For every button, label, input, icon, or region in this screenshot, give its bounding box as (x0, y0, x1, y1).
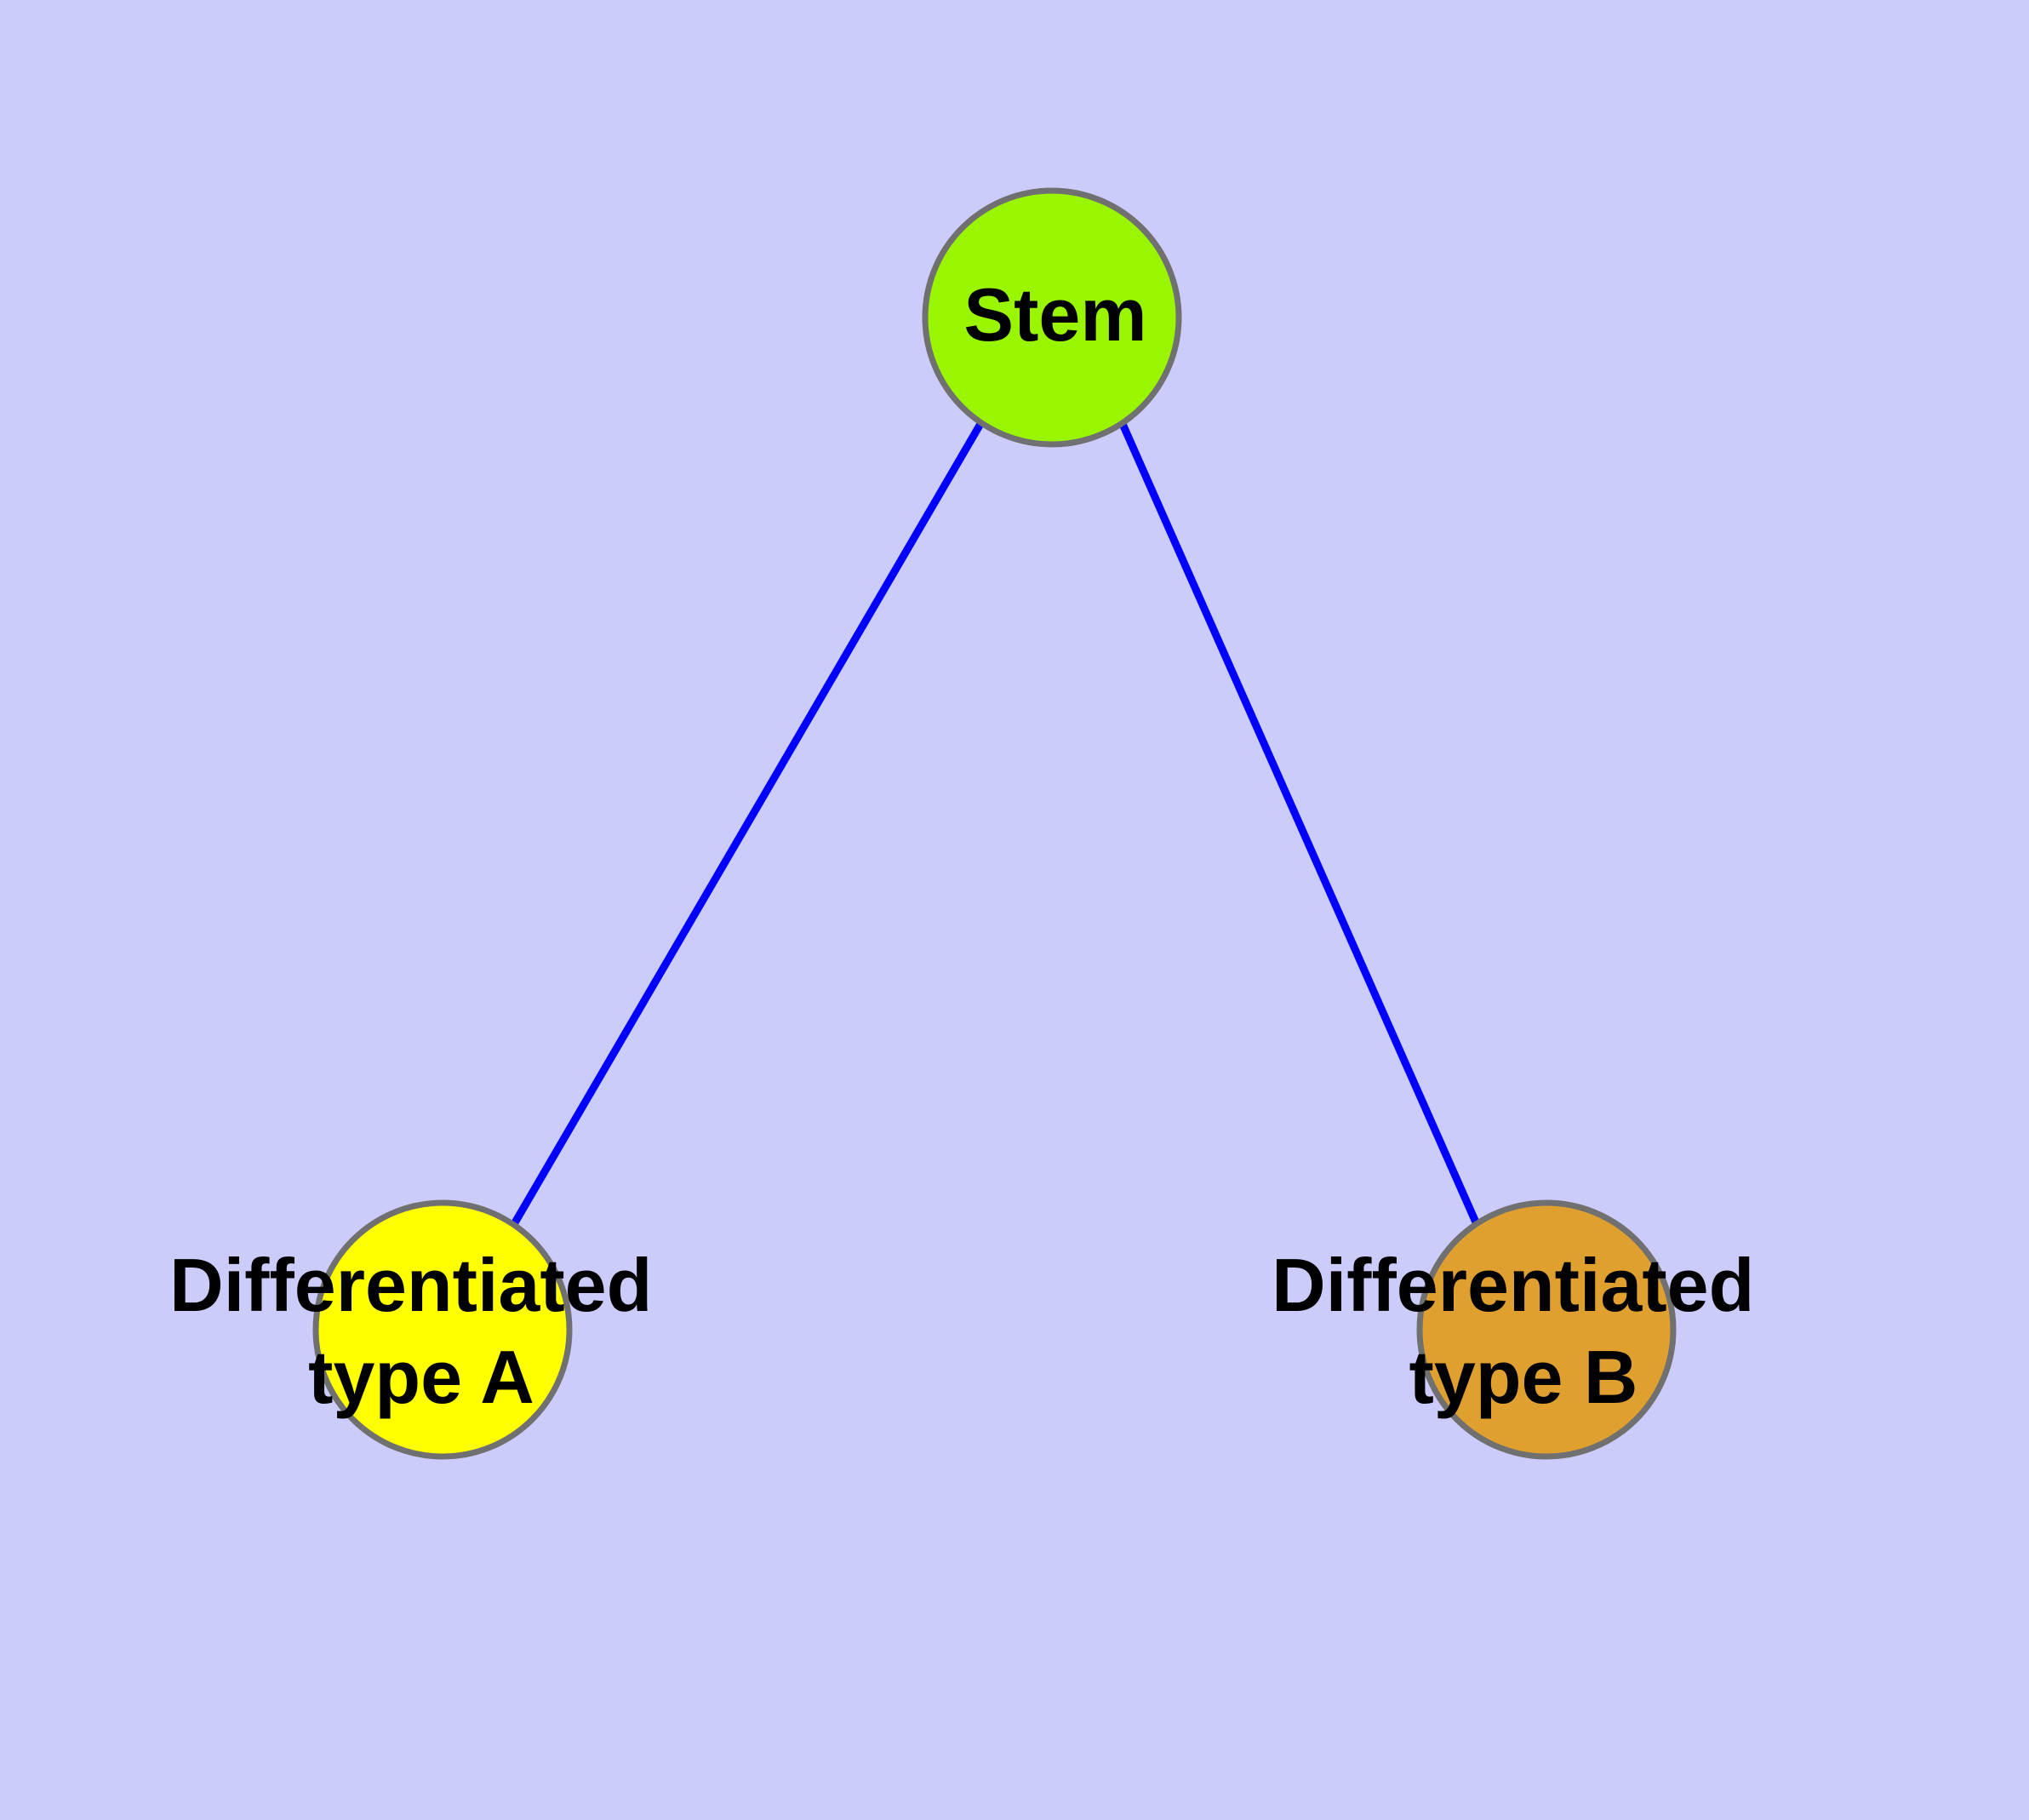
node-stem-label-line1: Stem (963, 272, 1146, 357)
node-diff-a-label-line2: type A (308, 1335, 534, 1419)
node-diff-b-circle[interactable] (1416, 1199, 1677, 1460)
node-diff-a-label: Differentiated type A (169, 1243, 673, 1419)
node-diff-b-label: Differentiated type B (1272, 1243, 1775, 1419)
node-diff-a-circle[interactable] (312, 1199, 573, 1460)
node-diff-a-label-line1: Differentiated (169, 1243, 652, 1327)
node-stem-label: Stem (963, 272, 1146, 357)
node-diff-b-label-line1: Differentiated (1272, 1243, 1754, 1327)
node-diff-b-label-line2: type B (1409, 1335, 1638, 1419)
edge-stem-to-diff-b[interactable] (1118, 422, 1481, 1226)
edge-stem-to-diff-a[interactable] (511, 421, 984, 1227)
node-stem-circle[interactable] (922, 187, 1182, 448)
